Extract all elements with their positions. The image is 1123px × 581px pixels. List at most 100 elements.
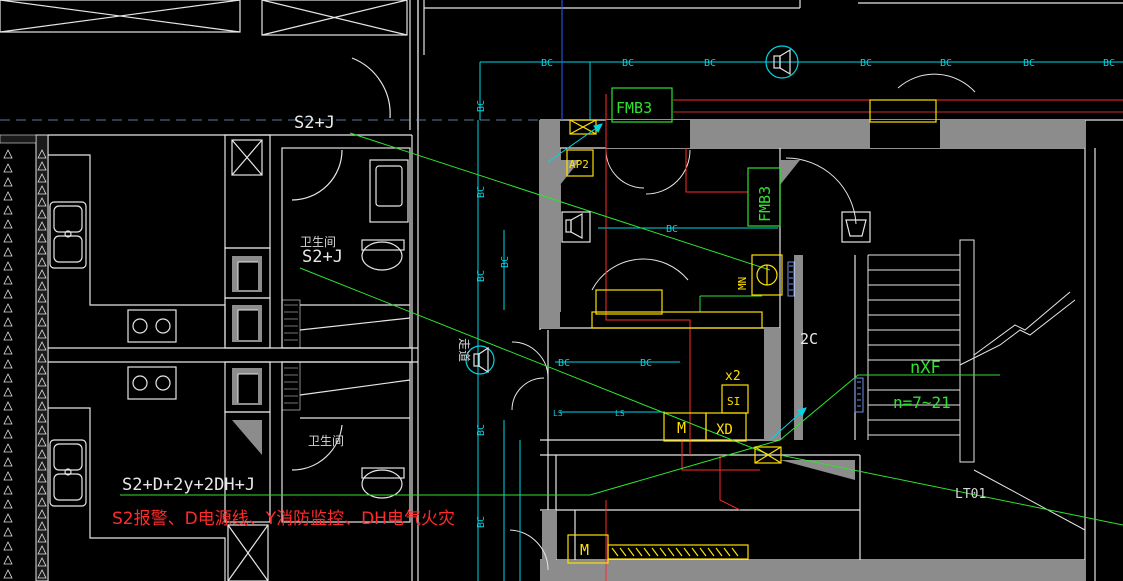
bc-tag: BC (500, 256, 511, 268)
left-shaft-overlay (238, 262, 258, 403)
hatch-triangle (37, 461, 47, 471)
bc-tag: BC (476, 100, 487, 112)
hatch-triangle (37, 425, 47, 435)
hatch-triangle (37, 173, 47, 183)
bc-tag: BC (622, 58, 634, 69)
hatch-triangle (3, 191, 13, 201)
hatch-triangle (3, 261, 13, 271)
hatch-triangle (3, 569, 13, 579)
hatch-triangle (37, 269, 47, 279)
triangle-hatch-column-2 (3, 149, 13, 579)
yellow-equipment (566, 99, 937, 564)
hatch-triangle (37, 281, 47, 291)
bc-tag: BC (476, 270, 487, 282)
wall-fill-cutouts (606, 120, 940, 148)
bc-tag: BC (541, 58, 553, 69)
hatch-triangle (3, 275, 13, 285)
equipment-labels: FMB3 FMB3 AP2 MN M M XD SI x2 2C (569, 99, 818, 559)
detector-strips (787, 261, 864, 413)
hatch-triangle (3, 485, 13, 495)
hatch-triangle (3, 443, 13, 453)
hatch-triangle (3, 163, 13, 173)
hatch-triangle (37, 377, 47, 387)
bc-tags: BC BC BC BC BC BC BC BC BC BC BC BC BC B… (476, 58, 1115, 528)
hatch-triangle (3, 303, 13, 313)
hatch-triangle (37, 221, 47, 231)
two-c-label: 2C (800, 330, 818, 348)
bc-tag: BC (1103, 58, 1115, 69)
hatch-triangle (37, 197, 47, 207)
bc-cable-lines (477, 61, 1123, 581)
wire-label-s2-j-top: S2+J (294, 113, 335, 133)
hatch-triangle (3, 359, 13, 369)
left-shaft-marks (237, 261, 258, 403)
m-label-lower: M (580, 541, 589, 559)
hatch-triangle (3, 317, 13, 327)
wire-labels: S2+J S2+J S2+D+2y+2DH+J (122, 113, 343, 495)
hatch-triangle (37, 497, 47, 507)
wire-label-s2-j-mid: S2+J (302, 247, 343, 267)
hatch-triangle (3, 527, 13, 537)
hatch-triangle (37, 473, 47, 483)
bc-tag: BC (940, 58, 952, 69)
hatch-triangle (37, 545, 47, 555)
hatch-triangle (3, 457, 13, 467)
hatch-triangle (3, 177, 13, 187)
bc-tag: BC (476, 424, 487, 436)
hatch-triangle (37, 185, 47, 195)
hatch-triangle (37, 413, 47, 423)
wall-triangles (560, 160, 855, 581)
xd-label: XD (716, 422, 733, 438)
hatch-triangle (37, 233, 47, 243)
hatch-triangle (37, 485, 47, 495)
speaker-symbols (465, 45, 871, 375)
bc-tag: BC (476, 186, 487, 198)
hatch-triangle (37, 293, 47, 303)
cyan-arrows (547, 123, 807, 441)
hatch-triangle (3, 219, 13, 229)
bc-tag: BC (860, 58, 872, 69)
hatch-triangle (3, 331, 13, 341)
fmb3-boxes (611, 87, 781, 227)
hatch-triangle (37, 149, 47, 159)
bc-tag: BC (640, 358, 652, 369)
triangle-hatch-column (37, 149, 47, 579)
hatch-triangle (3, 471, 13, 481)
bc-tag: BC (666, 224, 678, 235)
hatch-triangle (37, 569, 47, 579)
hatch-triangle (37, 161, 47, 171)
hatch-triangle (3, 499, 13, 509)
room-labels: 卫生间 卫生间 走道 (300, 235, 471, 448)
n-range-label: n=7~21 (893, 393, 951, 412)
hatch-triangle (3, 149, 13, 159)
ap2-label: AP2 (569, 158, 589, 171)
hatch-triangle (3, 555, 13, 565)
red-wires (605, 94, 1123, 581)
mn-label: MN (736, 277, 749, 290)
hatch-triangle (3, 387, 13, 397)
right-doors (509, 73, 976, 571)
hatch-triangle (37, 341, 47, 351)
hatch-triangle (3, 541, 13, 551)
x2-label: x2 (725, 369, 741, 384)
hatch-triangle (37, 305, 47, 315)
hatch-triangle (37, 437, 47, 447)
hatch-triangle (3, 205, 13, 215)
hatch-triangle (3, 247, 13, 257)
hatch-triangle (37, 353, 47, 363)
hatch-triangle (3, 415, 13, 425)
hatch-triangle (37, 329, 47, 339)
hatch-triangle (37, 533, 47, 543)
bc-tag: BC (704, 58, 716, 69)
right-wall-fills (540, 120, 1085, 581)
ls-tag: LS (615, 409, 625, 418)
nxf-label: nXF (910, 358, 941, 378)
room-label-bathroom-upper: 卫生间 (300, 235, 336, 249)
room-label-bathroom-lower: 卫生间 (308, 434, 344, 448)
bc-tag: BC (558, 358, 570, 369)
bc-tag: BC (1023, 58, 1035, 69)
m-label-upper: M (677, 419, 686, 437)
fmb3-label-top: FMB3 (616, 99, 652, 117)
